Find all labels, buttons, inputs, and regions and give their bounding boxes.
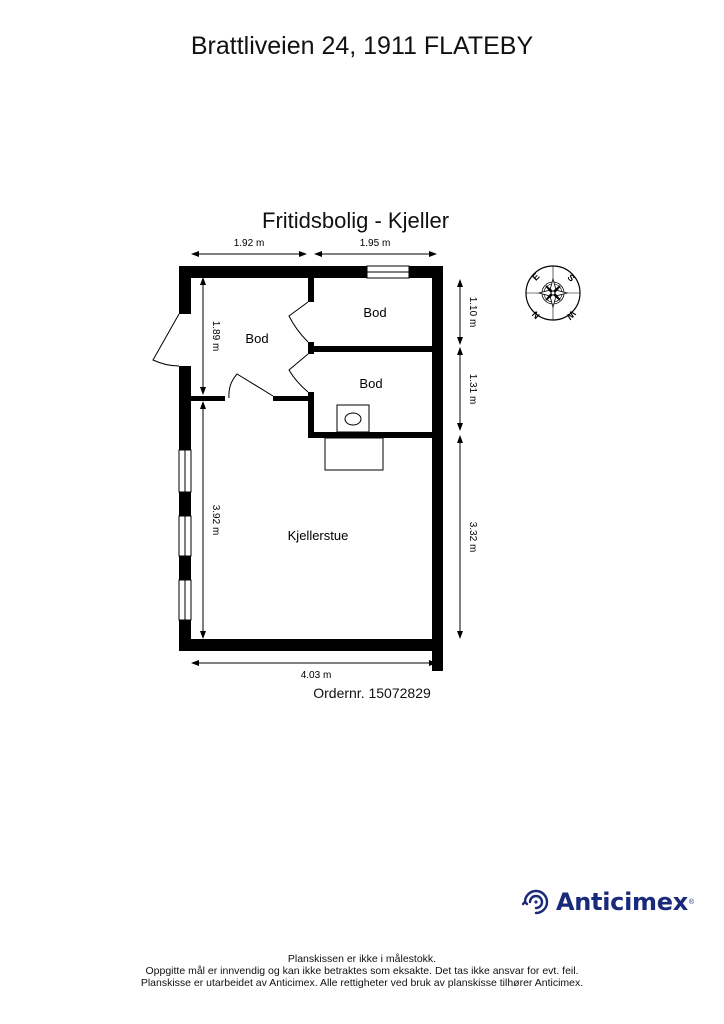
door-bod-upper <box>288 301 309 343</box>
wall-interior-h3a <box>191 396 225 401</box>
order-number: Ordernr. 15072829 <box>313 685 431 701</box>
dim-top-right: 1.95 m <box>360 238 391 249</box>
dim-left-upper: 1.89 m <box>210 321 221 352</box>
wall-interior-h3b <box>273 396 313 401</box>
room-label-bod-lower: Bod <box>359 376 382 391</box>
floor-title: Fritidsbolig - Kjeller <box>262 208 450 233</box>
address-title: Brattliveien 24, 1911 FLATEBY <box>190 32 534 60</box>
footer-disclaimer: Planskissen er ikke i målestokk. Oppgitt… <box>0 953 724 989</box>
room-label-kjellerstue: Kjellerstue <box>288 528 349 543</box>
wall-right <box>432 266 443 671</box>
compass-label-n: N <box>530 309 542 321</box>
windows <box>178 265 410 621</box>
anticimex-emblem-icon <box>522 889 549 915</box>
dimension-lines <box>191 251 463 666</box>
dim-right-middle: 1.31 m <box>467 374 478 405</box>
wall-left-top <box>179 266 191 314</box>
wall-interior-v-top <box>308 278 314 302</box>
dim-left-lower: 3.92 m <box>210 505 221 536</box>
dim-bottom: 4.03 m <box>301 670 332 681</box>
door-bod-lower <box>288 353 309 393</box>
registered-mark: ® <box>688 898 695 906</box>
dim-right-upper: 1.10 m <box>467 297 478 328</box>
brand-name: Anticimex <box>556 888 688 916</box>
anticimex-logo: Anticimex® <box>522 888 694 916</box>
wall-left-seg1 <box>179 492 191 516</box>
stove-unit <box>324 437 384 471</box>
wall-left-mid <box>179 366 191 450</box>
door-hall <box>228 373 274 399</box>
disclaimer-line: Planskisse er utarbeidet av Anticimex. A… <box>140 977 584 989</box>
fixtures <box>324 404 384 471</box>
door-exterior <box>152 313 180 367</box>
wall-interior-h2 <box>308 432 434 438</box>
room-label-bod-left: Bod <box>245 331 268 346</box>
wall-interior-v-low <box>308 392 314 437</box>
wall-bottom <box>179 639 443 651</box>
dim-top-left: 1.92 m <box>234 238 265 249</box>
doors <box>152 301 309 399</box>
compass-label-e: E <box>530 271 541 282</box>
room-label-bod-upper: Bod <box>363 305 386 320</box>
dim-right-lower: 3.32 m <box>467 522 478 553</box>
wall-left-bottom <box>179 620 191 651</box>
walls <box>179 266 443 671</box>
wall-interior-h1 <box>308 346 434 352</box>
wall-left-seg2 <box>179 556 191 580</box>
disclaimer-line: Oppgitte mål er innvendig og kan ikke be… <box>145 965 579 977</box>
compass-icon: E S N W <box>525 265 581 322</box>
disclaimer-line: Planskissen er ikke i målestokk. <box>287 953 437 965</box>
compass-label-s: S <box>565 272 576 283</box>
sink-basin-icon <box>344 412 362 426</box>
